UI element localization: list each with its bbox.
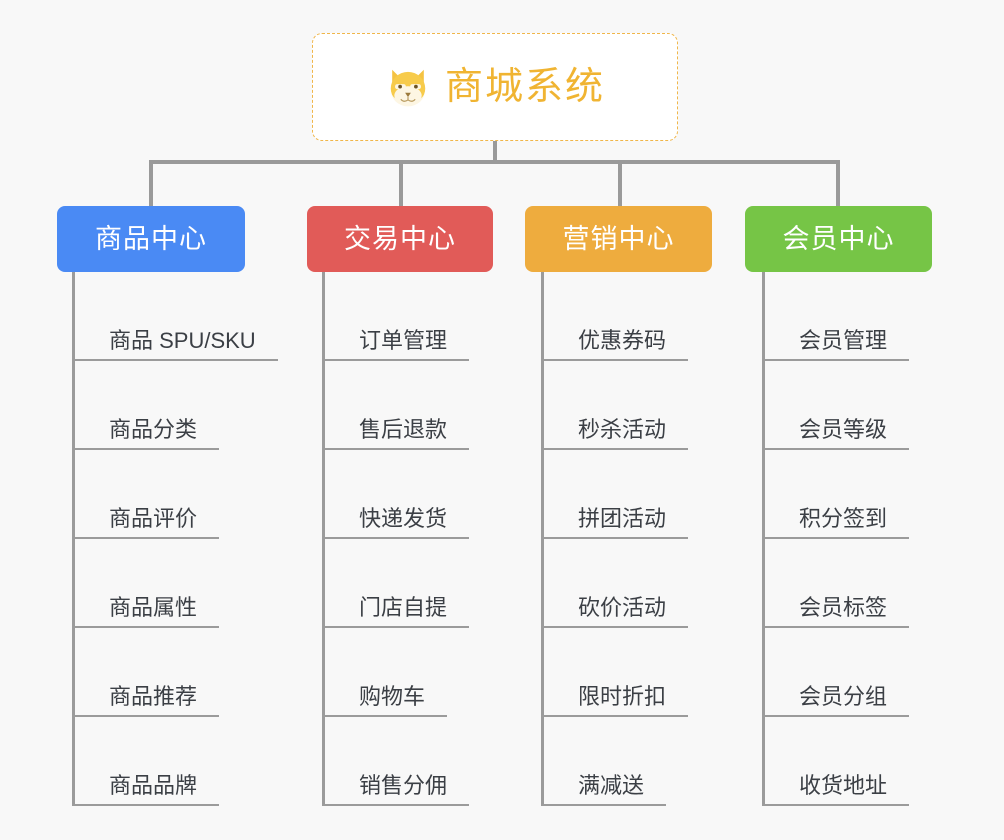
leaf-underline: [762, 448, 909, 450]
leaf-underline: [322, 804, 469, 806]
leaf-underline: [322, 715, 447, 717]
leaf-label: 收货地址: [799, 773, 888, 798]
leaf-label: 满减送: [578, 773, 645, 798]
category-header-member-center[interactable]: 会员中心: [745, 206, 932, 272]
category-label: 会员中心: [782, 223, 895, 254]
connector-root-stem: [493, 141, 497, 162]
leaf-underline: [72, 359, 278, 361]
category-label: 交易中心: [344, 223, 456, 254]
leaf-label: 会员分组: [799, 684, 888, 709]
leaf-label: 商品属性: [109, 595, 198, 620]
leaf-underline: [72, 804, 219, 806]
category-header-product-center[interactable]: 商品中心: [57, 206, 245, 272]
leaf-label: 购物车: [359, 684, 426, 709]
column-spine: [322, 272, 325, 806]
leaf-label: 限时折扣: [578, 684, 667, 709]
leaf-label: 秒杀活动: [578, 417, 667, 442]
leaf-underline: [322, 626, 469, 628]
leaf-underline: [541, 359, 688, 361]
leaf-underline: [762, 537, 909, 539]
leaf-label: 销售分佣: [359, 773, 448, 798]
dog-face-icon: [390, 69, 426, 107]
leaf-label: 会员等级: [799, 417, 888, 442]
leaf-underline: [72, 626, 219, 628]
leaf-underline: [762, 715, 909, 717]
leaf-label: 商品 SPU/SKU: [109, 328, 256, 353]
leaf-underline: [72, 537, 219, 539]
leaf-underline: [762, 359, 909, 361]
column-spine: [72, 272, 75, 806]
leaf-label: 订单管理: [359, 328, 448, 353]
column-spine: [762, 272, 765, 806]
leaf-label: 优惠券码: [578, 328, 667, 353]
connector-drop-1: [149, 160, 153, 206]
root-title: 商城系统: [444, 66, 605, 108]
leaf-underline: [762, 804, 909, 806]
root-node[interactable]: 商城系统: [312, 33, 678, 141]
leaf-underline: [541, 448, 688, 450]
connector-drop-4: [836, 160, 840, 206]
category-label: 商品中心: [95, 223, 207, 254]
leaf-label: 积分签到: [799, 506, 888, 531]
column-spine: [541, 272, 544, 806]
leaf-underline: [322, 537, 469, 539]
leaf-label: 拼团活动: [578, 506, 667, 531]
connector-drop-2: [399, 160, 403, 206]
leaf-label: 会员标签: [799, 595, 888, 620]
leaf-label: 门店自提: [359, 595, 448, 620]
leaf-underline: [322, 448, 469, 450]
leaf-underline: [322, 359, 469, 361]
leaf-label: 快递发货: [359, 506, 448, 531]
leaf-label: 商品品牌: [109, 773, 198, 798]
category-label: 营销中心: [562, 223, 675, 254]
leaf-label: 砍价活动: [578, 595, 667, 620]
leaf-label: 会员管理: [799, 328, 888, 353]
leaf-underline: [541, 537, 688, 539]
category-header-trade-center[interactable]: 交易中心: [307, 206, 493, 272]
leaf-label: 商品推荐: [109, 684, 198, 709]
leaf-underline: [541, 804, 666, 806]
connector-bus: [150, 160, 840, 164]
connector-drop-3: [618, 160, 622, 206]
leaf-underline: [762, 626, 909, 628]
leaf-underline: [541, 715, 688, 717]
leaf-label: 售后退款: [359, 417, 448, 442]
leaf-underline: [541, 626, 688, 628]
category-header-marketing-center[interactable]: 营销中心: [525, 206, 712, 272]
leaf-underline: [72, 715, 219, 717]
leaf-label: 商品分类: [109, 417, 198, 442]
leaf-label: 商品评价: [109, 506, 198, 531]
leaf-underline: [72, 448, 219, 450]
